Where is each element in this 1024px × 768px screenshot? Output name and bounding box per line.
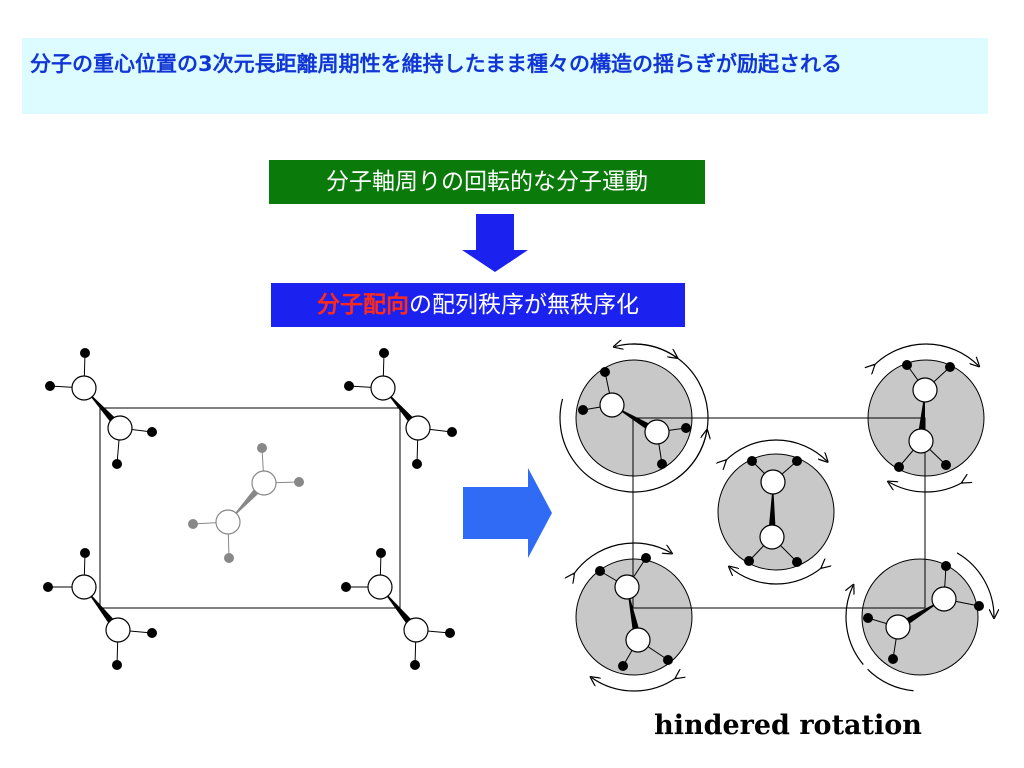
small-atom — [412, 459, 422, 469]
bond-wedge — [768, 482, 776, 538]
molecule — [344, 348, 457, 469]
molecule — [894, 360, 955, 472]
small-atom — [410, 660, 420, 670]
bond-wedge — [917, 390, 925, 442]
molecule — [863, 561, 984, 664]
small-atom — [112, 660, 122, 670]
small-atom — [941, 561, 951, 571]
small-atom — [945, 362, 955, 372]
small-atom — [888, 654, 898, 664]
header-text: 分子の重心位置の3次元長距離周期性を維持したまま種々の構造の揺らぎが励起される — [30, 52, 842, 76]
small-atom — [595, 566, 605, 576]
small-atom — [618, 661, 628, 671]
small-atom — [974, 601, 984, 611]
rotation-arrow — [867, 668, 914, 692]
small-atom — [641, 553, 651, 563]
rotation-arrow — [889, 482, 963, 493]
large-atom — [405, 415, 431, 441]
large-atom — [912, 377, 938, 403]
small-atom — [941, 460, 951, 470]
small-atom — [257, 443, 267, 453]
large-atom — [760, 469, 786, 495]
molecule — [188, 443, 304, 563]
small-atom — [188, 519, 198, 529]
small-atom — [294, 477, 304, 487]
small-atom — [657, 459, 667, 469]
rotating-lattice — [559, 343, 994, 692]
bond-wedge — [627, 587, 642, 641]
large-atom — [107, 415, 133, 441]
small-atom — [147, 628, 157, 638]
small-atom — [376, 548, 386, 558]
down-arrow-icon — [462, 214, 528, 272]
large-atom — [885, 614, 911, 640]
molecule — [45, 348, 157, 469]
step2-box: 分子配向の配列秩序が無秩序化 — [271, 283, 685, 327]
large-atom — [367, 574, 393, 600]
step2-text: の配列秩序が無秩序化 — [409, 292, 639, 318]
large-atom — [625, 627, 651, 653]
rotation-arrow — [846, 586, 864, 665]
rotation-arrow — [956, 552, 994, 617]
large-atom — [908, 428, 934, 454]
small-atom — [792, 557, 802, 567]
large-atom — [403, 617, 429, 643]
small-atom — [45, 381, 55, 391]
large-atom — [759, 524, 785, 550]
rotation-arrow — [573, 542, 671, 575]
large-atom — [105, 617, 131, 643]
small-atom — [224, 553, 234, 563]
small-atom — [112, 459, 122, 469]
large-atom — [931, 586, 957, 612]
small-atom — [902, 360, 912, 370]
large-atom — [71, 375, 97, 401]
small-atom — [894, 462, 904, 472]
small-atom — [147, 427, 157, 437]
small-atom — [445, 628, 455, 638]
small-atom — [681, 423, 691, 433]
ordered-lattice — [43, 348, 457, 670]
right-arrow-icon — [463, 468, 552, 558]
step1-box: 分子軸周りの回転的な分子運動 — [269, 160, 705, 204]
rotation-arrow — [874, 343, 979, 366]
rotation-arrow — [631, 343, 676, 357]
small-atom — [744, 556, 754, 566]
small-atom — [80, 348, 90, 358]
small-atom — [863, 613, 873, 623]
step2-highlight: 分子配向 — [317, 292, 409, 318]
large-atom — [644, 419, 670, 445]
rotation-arrow — [730, 567, 823, 585]
large-atom — [370, 375, 396, 401]
rotation-arrow — [676, 431, 706, 480]
rotated-unit-cell-frame — [632, 417, 926, 609]
caption-hindered-rotation: hindered rotation — [654, 710, 922, 741]
small-atom — [80, 548, 90, 558]
molecule — [341, 548, 455, 670]
small-atom — [600, 367, 610, 377]
large-atom — [599, 392, 625, 418]
header-banner — [22, 38, 988, 114]
small-atom — [379, 348, 389, 358]
large-atom — [71, 574, 97, 600]
small-atom — [43, 582, 53, 592]
large-atom — [614, 574, 640, 600]
rotation-disk — [861, 558, 979, 676]
small-atom — [341, 582, 351, 592]
small-atom — [792, 456, 802, 466]
molecule — [578, 367, 691, 469]
rotation-arrow — [725, 439, 827, 461]
unit-cell-frame — [99, 407, 401, 609]
large-atom — [215, 509, 241, 535]
rotation-arrow — [592, 678, 677, 692]
molecule — [43, 548, 157, 670]
small-atom — [344, 381, 354, 391]
large-atom — [251, 470, 277, 496]
small-atom — [663, 655, 673, 665]
small-atom — [747, 456, 757, 466]
small-atom — [578, 405, 588, 415]
small-atom — [447, 427, 457, 437]
